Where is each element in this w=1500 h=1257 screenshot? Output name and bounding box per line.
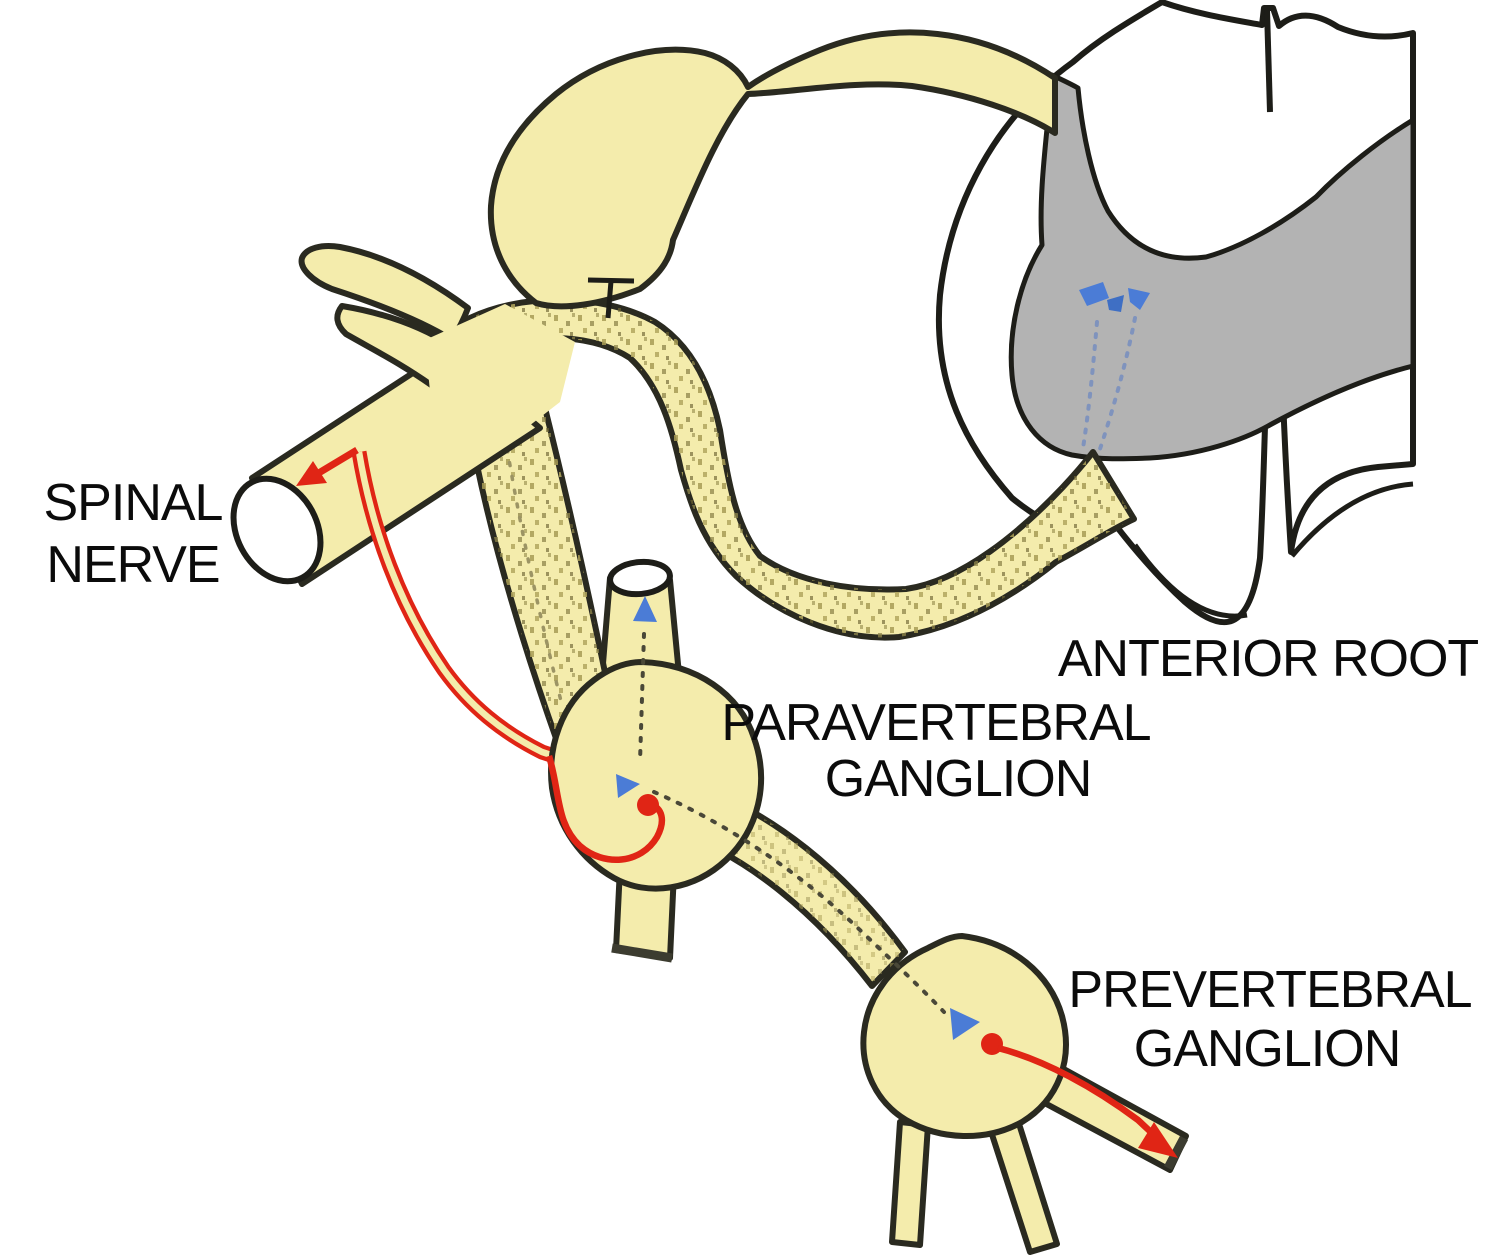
trunk-cut-end xyxy=(607,558,673,598)
preganglionic-neurons xyxy=(616,282,1150,1040)
white-ramus-dotted-fiber xyxy=(503,433,564,707)
label-spinal-nerve-line2: NERVE xyxy=(46,536,219,594)
gray-ramus-communicans xyxy=(351,450,569,768)
nerve-junction-patch xyxy=(425,304,575,450)
prevertebral-red-soma xyxy=(981,1033,1003,1055)
ventral-bulge-line-right xyxy=(1290,481,1414,558)
label-prevertebral-line1: PREVERTEBRAL xyxy=(1068,961,1471,1019)
spinal-nerve-cut-end xyxy=(230,475,324,585)
preganglionic-dotted-fiber-a xyxy=(1081,320,1099,450)
prevertebral-red-arrowhead xyxy=(1138,1122,1178,1158)
paravertebral-red-hook-fiber xyxy=(545,755,666,864)
label-anterior-root: ANTERIOR ROOT xyxy=(1058,630,1479,688)
label-paravertebral-line1: PARAVERTEBRAL xyxy=(721,694,1150,752)
paravertebral-ganglion-bulb xyxy=(548,658,764,892)
spinal-cord-cross-section xyxy=(935,0,1416,626)
ascending-blue-arrowhead xyxy=(633,596,657,622)
spinal-nerve-red-arrowhead xyxy=(296,461,327,486)
label-prevertebral-line2: GANGLION xyxy=(1134,1020,1401,1078)
trunk-descending-cut-shadow xyxy=(611,943,673,963)
white-ramus-stipple xyxy=(468,404,620,746)
paravertebral-synapse-arrowhead xyxy=(616,774,640,798)
cord-gray-matter xyxy=(1008,72,1416,462)
postganglionic-cut-shadow xyxy=(1164,1135,1188,1171)
posterior-median-sulcus xyxy=(1264,9,1273,113)
ventral-bulge-line-left xyxy=(1132,543,1248,619)
hidden-tube-mark xyxy=(587,277,635,319)
prevertebral-red-fiber xyxy=(997,1044,1158,1139)
preganglionic-dotted-fiber-b xyxy=(1097,316,1137,454)
prevertebral-leg-left xyxy=(889,1119,931,1248)
postganglionic-neurons xyxy=(296,446,1178,1158)
lateral-horn-soma-1 xyxy=(1079,282,1109,306)
label-paravertebral-line2: GANGLION xyxy=(825,750,1092,808)
labels: SPINAL NERVE ANTERIOR ROOT PARAVERTEBRAL… xyxy=(44,474,1480,1078)
dotted-fiber-through-trunk xyxy=(638,632,646,764)
posterior-root-and-drg xyxy=(487,29,1058,310)
label-spinal-nerve-line1: SPINAL xyxy=(44,474,223,532)
lateral-horn-soma-2 xyxy=(1107,295,1124,312)
gray-ramus-core xyxy=(355,451,568,764)
prevertebral-synapse-arrowhead xyxy=(950,1008,980,1040)
lateral-horn-soma-3 xyxy=(1128,288,1150,310)
prevertebral-ganglion-bulb xyxy=(860,932,1069,1139)
paravertebral-red-soma xyxy=(637,794,659,816)
